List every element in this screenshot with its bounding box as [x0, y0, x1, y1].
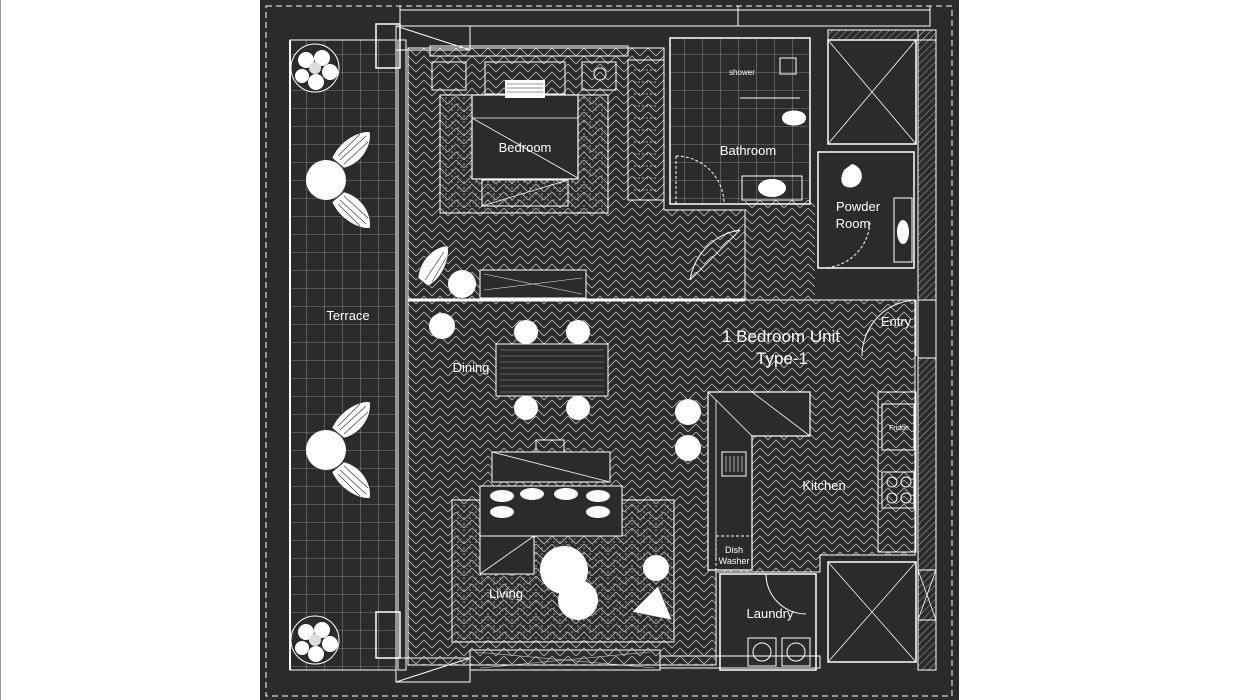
- nightstand-left: [431, 61, 467, 91]
- dryer: [781, 637, 811, 667]
- top-wall-band: [399, 9, 931, 27]
- kitchen-sink: [721, 451, 747, 477]
- sofa-cushions: [490, 488, 610, 518]
- entry-door-swing: [861, 299, 917, 357]
- label-terrace: Terrace: [326, 308, 369, 323]
- powder-room: [817, 151, 915, 269]
- bedroom-wall-top: [429, 45, 629, 57]
- dining-side-chair: [429, 313, 455, 339]
- cooktop: [881, 471, 915, 509]
- tv-console-diagonal: [491, 451, 611, 483]
- unit-title-line2: Type-1: [756, 349, 808, 368]
- dining-chair: [514, 320, 538, 344]
- sink-grate: [725, 456, 743, 472]
- label-bathroom: Bathroom: [720, 143, 776, 158]
- wardrobe-hangers: [634, 69, 658, 191]
- island-top-lines: [707, 391, 811, 560]
- label-entry: Entry: [881, 314, 912, 329]
- shaft-bottom-x: [827, 561, 917, 663]
- label-dish-line2: Washer: [719, 556, 750, 566]
- label-shower: shower: [729, 68, 755, 77]
- dining-chair: [566, 320, 590, 344]
- label-bedroom: Bedroom: [499, 140, 552, 155]
- bathroom-door-swing: [675, 155, 725, 205]
- terrace-floor: [289, 39, 397, 671]
- pillow-lines: [507, 83, 543, 93]
- label-laundry: Laundry: [747, 606, 794, 621]
- laundry-door-swing: [765, 573, 807, 615]
- label-powder-line1: Powder: [836, 199, 881, 214]
- label-dining: Dining: [453, 360, 490, 375]
- tv-unit: [535, 439, 565, 453]
- pouf: [675, 399, 701, 425]
- dining-chair: [514, 396, 538, 420]
- corridor-herringbone: [745, 200, 815, 300]
- label-powder-line2: Room: [836, 216, 871, 231]
- powder-sink: [897, 220, 909, 244]
- dining-table: [495, 343, 609, 397]
- laundry-hatch: [917, 569, 937, 621]
- washer: [747, 637, 777, 667]
- kitchen-counter: [877, 391, 917, 553]
- unit-title-line1: 1 Bedroom Unit: [722, 327, 840, 346]
- entry-wall-hatch: [917, 299, 937, 359]
- coffee-table-small: [558, 580, 598, 620]
- outer-boundary: [265, 5, 953, 697]
- side-table: [643, 555, 669, 581]
- bathroom-sink: [758, 179, 786, 197]
- label-fridge: Fridge: [889, 425, 909, 432]
- glazing-wall: [397, 39, 407, 671]
- shower-drain: [779, 57, 797, 75]
- nightstand-right: [581, 61, 617, 91]
- laundry-hatch-x: [917, 569, 937, 621]
- fridge: [881, 403, 915, 451]
- washer-drum: [752, 642, 772, 662]
- dining-chair: [566, 396, 590, 420]
- cooktop-burners: [886, 476, 912, 504]
- terrace-plant-bottom: [290, 615, 340, 665]
- bathroom-vanity: [741, 175, 803, 201]
- dryer-drum: [786, 642, 806, 662]
- bedroom-bed: [471, 94, 579, 180]
- powder-vanity: [893, 197, 913, 263]
- dishwasher: [715, 535, 753, 571]
- bedroom-door-swing: [689, 229, 741, 281]
- column-bottom-left: [375, 611, 401, 659]
- label-dish-line1: Dish: [725, 545, 743, 555]
- bench-diagonal: [481, 179, 569, 207]
- sofa-lines: [483, 273, 583, 295]
- terrace-table-set-top: [306, 131, 371, 229]
- bedroom-armchair: [417, 245, 476, 298]
- terrace-table-set-bottom: [306, 401, 371, 499]
- shaft-bottom: [827, 561, 917, 663]
- wardrobe: [627, 59, 665, 201]
- bed-duvet-line: [471, 117, 579, 179]
- powder-toilet: [841, 164, 862, 188]
- terrace-plant-top: [290, 43, 340, 93]
- top-shaft-hatch: [827, 29, 937, 41]
- dining-table-texture: [500, 349, 604, 393]
- label-kitchen: Kitchen: [802, 478, 845, 493]
- lamp-icon: [593, 67, 607, 81]
- bed-bench: [481, 179, 569, 207]
- bed-pillow: [505, 80, 545, 98]
- chaise-diagonal: [479, 535, 535, 575]
- lounge-chair: [631, 585, 673, 621]
- bathroom-toilet: [782, 110, 806, 126]
- pouf: [675, 435, 701, 461]
- shaft-top-x: [827, 39, 917, 145]
- laundry-room: [719, 573, 817, 671]
- label-living: Living: [489, 586, 523, 601]
- column-top-left: [375, 23, 401, 69]
- powder-door-swing: [821, 219, 871, 269]
